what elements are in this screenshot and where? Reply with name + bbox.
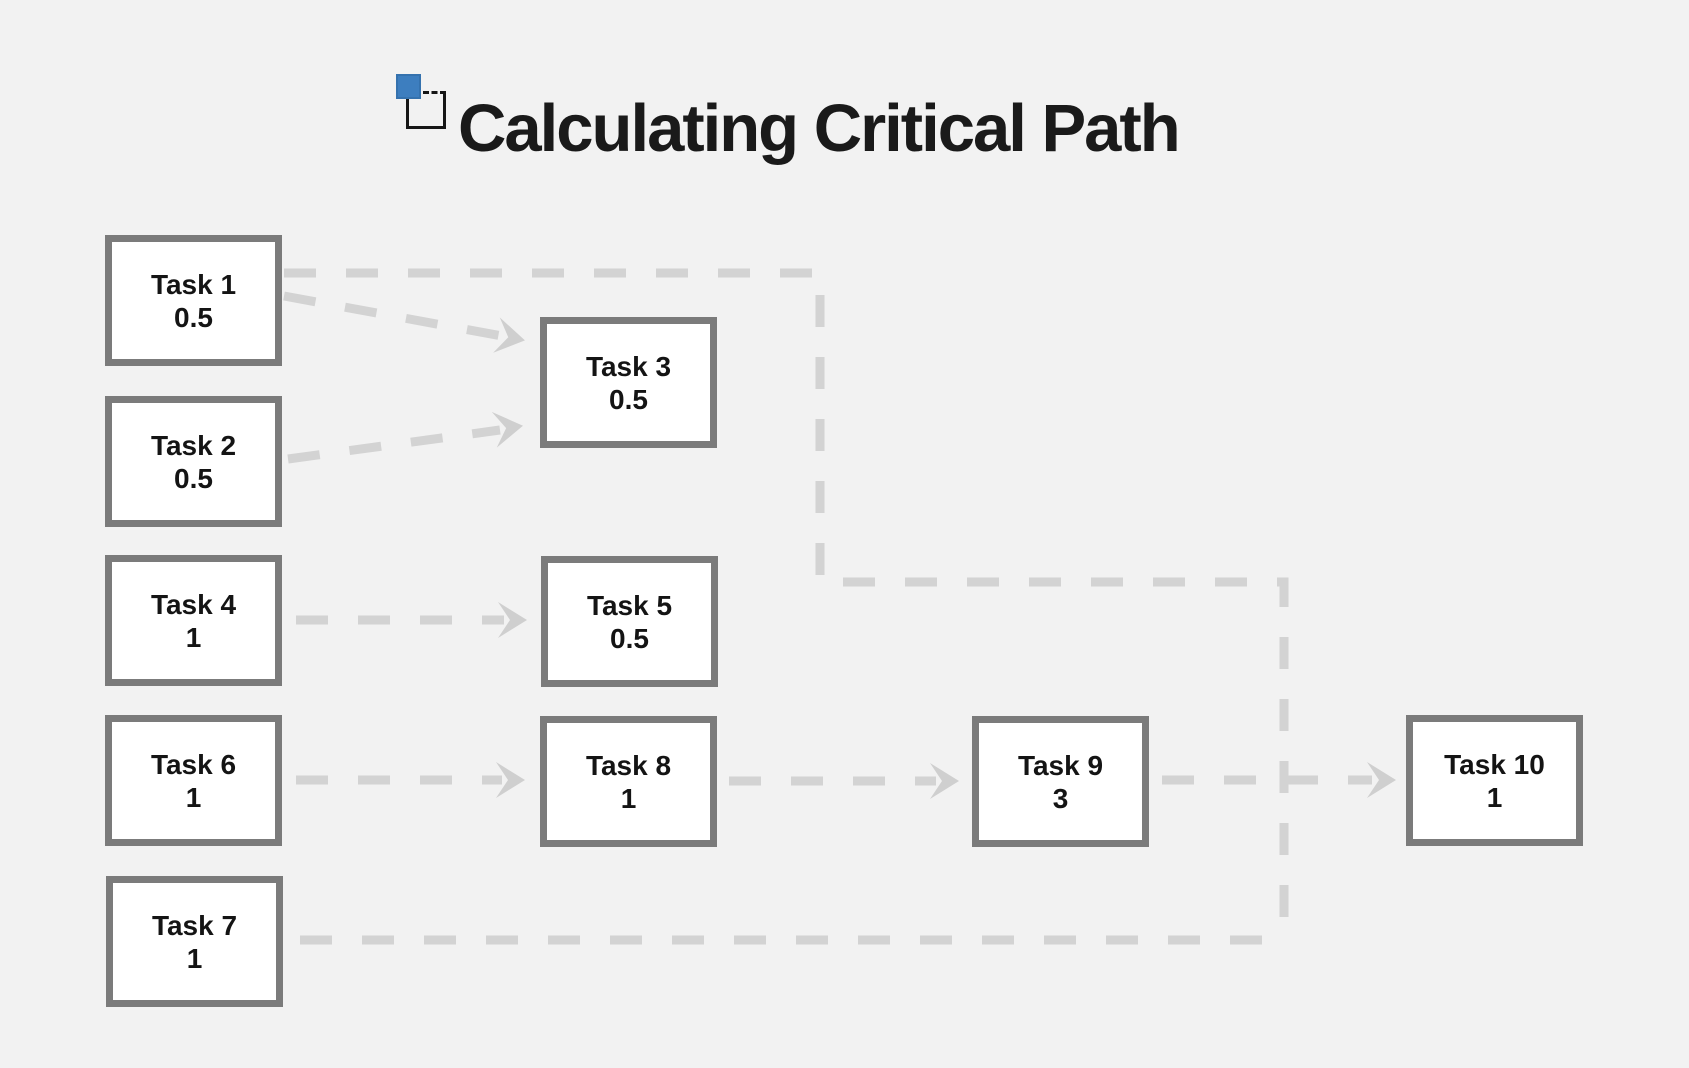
task-node-task10: Task 10 1 bbox=[1406, 715, 1583, 846]
overlapping-squares-icon bbox=[396, 74, 448, 130]
task-duration: 1 bbox=[185, 621, 202, 653]
task-node-task5: Task 5 0.5 bbox=[541, 556, 718, 687]
task-node-task4: Task 4 1 bbox=[105, 555, 282, 686]
task-node-task6: Task 6 1 bbox=[105, 715, 282, 846]
connector-task2-task3 bbox=[287, 425, 501, 464]
task-label: Task 10 bbox=[1444, 748, 1545, 780]
task-node-task1: Task 1 0.5 bbox=[105, 235, 282, 366]
task-duration: 1 bbox=[1486, 781, 1503, 813]
task-duration: 0.5 bbox=[174, 301, 213, 333]
task-node-task2: Task 2 0.5 bbox=[105, 396, 282, 527]
arrowhead-task3-lower bbox=[491, 411, 523, 448]
task-node-task8: Task 8 1 bbox=[540, 716, 717, 847]
task-node-task9: Task 9 3 bbox=[972, 716, 1149, 847]
connector-task1-task3 bbox=[283, 291, 503, 341]
task-node-task7: Task 7 1 bbox=[106, 876, 283, 1007]
arrowhead-task10 bbox=[1367, 762, 1396, 798]
connector-task1-task10 bbox=[284, 268, 1289, 940]
task-label: Task 1 bbox=[150, 268, 237, 300]
outline-square-icon bbox=[406, 91, 446, 129]
task-duration: 0.5 bbox=[174, 462, 213, 494]
task-label: Task 3 bbox=[585, 350, 672, 382]
task-duration: 1 bbox=[185, 781, 202, 813]
page-title: Calculating Critical Path bbox=[458, 91, 1181, 166]
task-label: Task 2 bbox=[150, 429, 237, 461]
arrowhead-task8 bbox=[496, 762, 525, 798]
task-label: Task 6 bbox=[150, 748, 237, 780]
task-node-task3: Task 3 0.5 bbox=[540, 317, 717, 448]
blue-square-icon bbox=[396, 74, 421, 99]
task-label: Task 9 bbox=[1017, 749, 1104, 781]
arrowhead-task5 bbox=[498, 602, 527, 638]
task-label: Task 7 bbox=[151, 909, 238, 941]
task-duration: 1 bbox=[186, 942, 203, 974]
arrowhead-task9 bbox=[930, 763, 959, 799]
task-label: Task 5 bbox=[586, 589, 673, 621]
task-duration: 0.5 bbox=[610, 622, 649, 654]
task-duration: 3 bbox=[1052, 782, 1069, 814]
task-label: Task 4 bbox=[150, 588, 237, 620]
arrowhead-task3-upper bbox=[493, 317, 525, 353]
task-duration: 0.5 bbox=[609, 383, 648, 415]
task-label: Task 8 bbox=[585, 749, 672, 781]
task-duration: 1 bbox=[620, 782, 637, 814]
